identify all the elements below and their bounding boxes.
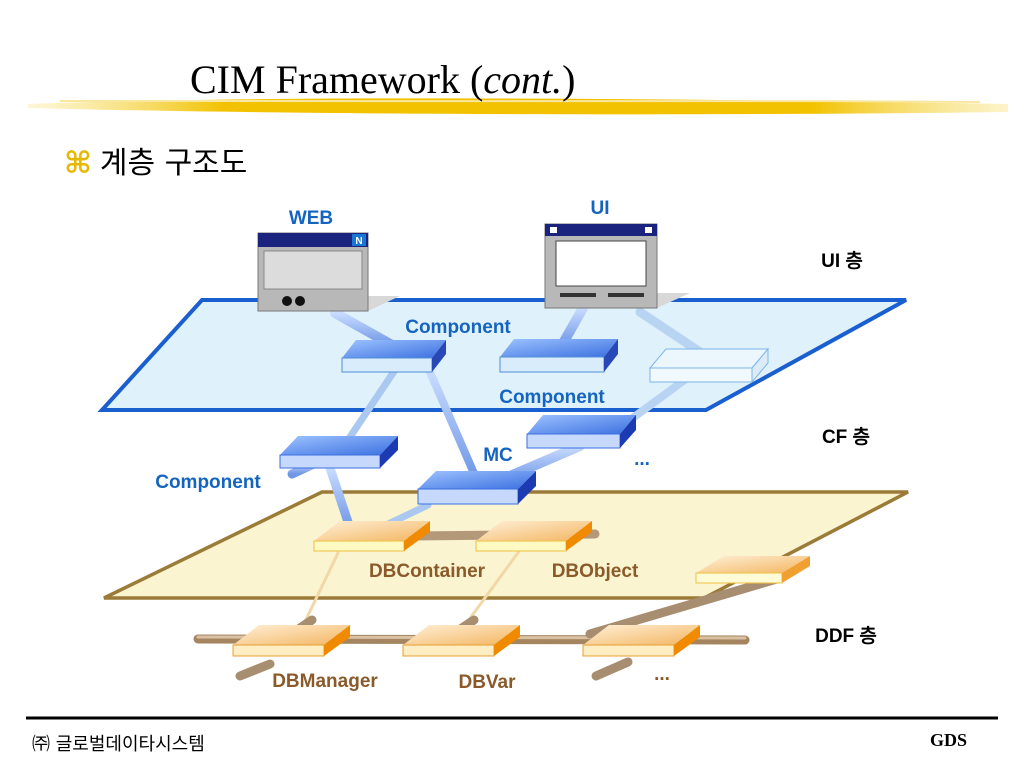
title-underline [28,98,1008,115]
web-label: WEB [289,208,333,229]
cf-right-block [526,415,636,449]
component-left-label: Component [155,472,261,493]
dbobject-label: DBObject [552,561,639,582]
ui-window-icon [544,223,690,309]
component-top-label: Component [405,317,511,338]
dbvar-block [402,625,520,657]
dbvar-label: DBVar [458,672,516,693]
dbcontainer-block [313,521,430,552]
component-block-2 [499,339,618,373]
component-block-1 [341,340,446,373]
page-title: CIM Framework (cont.) [190,57,576,102]
footer-company: ㈜ 글로벌데이타시스템 [32,734,205,755]
ddf-ellipsis: ... [654,664,670,685]
bullet-heading: ⌘계층 구조도 [64,138,247,182]
web-browser-icon [257,232,400,312]
bullet-text: 계층 구조도 [99,146,248,181]
component-mid-label: Component [499,387,605,408]
dbobject-block [475,521,592,552]
footer-brand: GDS [930,730,968,750]
cf-connectors [257,303,711,533]
command-icon: ⌘ [64,146,92,181]
ddf-small-block [695,556,810,584]
mc-label: MC [483,445,513,466]
ui-label: UI [591,198,610,219]
cf-component-block [279,436,398,469]
ddf-more-block [582,625,700,657]
cf-layer-label: CF 층 [822,426,870,448]
web-badge: N [355,236,362,247]
cf-ellipsis: ... [634,449,650,470]
dbmanager-label: DBManager [272,671,378,692]
ddf-layer-label: DDF 층 [815,625,877,647]
dbcontainer-label: DBContainer [369,561,486,582]
mc-block [417,471,536,505]
dbmanager-block [232,625,350,657]
ui-layer-label: UI 층 [821,250,863,272]
component-block-3 [648,347,770,384]
